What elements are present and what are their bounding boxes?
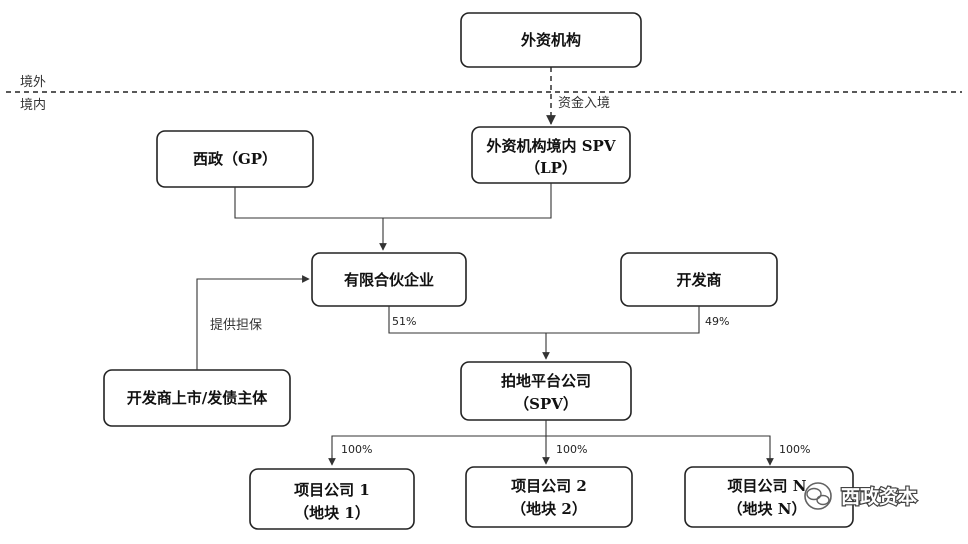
node-foreign-institution: 外资机构 <box>460 12 642 68</box>
node-project-2-label-1: 项目公司 2 <box>511 477 587 495</box>
node-developer-label: 开发商 <box>676 271 721 289</box>
arrow-guarantee <box>196 275 310 370</box>
pct-partnership: 51% <box>392 315 416 328</box>
node-gp: 西政（GP） <box>156 130 314 188</box>
label-guarantee: 提供担保 <box>210 317 262 333</box>
node-project-n: 项目公司 N （地块 N） <box>684 466 854 528</box>
connector-owners <box>388 306 700 334</box>
label-capital-inflow: 资金入境 <box>558 95 610 111</box>
node-partnership-label: 有限合伙企业 <box>344 271 434 289</box>
node-developer: 开发商 <box>620 252 778 307</box>
node-platform-label-1: 拍地平台公司 <box>501 372 591 390</box>
node-guarantor-label: 开发商上市/发债主体 <box>127 389 268 407</box>
label-inside: 境内 <box>20 97 46 113</box>
connector-projects <box>331 435 771 464</box>
pct-project-1: 100% <box>341 443 372 456</box>
connector-gp-lp <box>234 183 552 219</box>
label-outside: 境外 <box>20 75 46 90</box>
node-project-1-label-2: （地块 1） <box>294 504 370 522</box>
pct-project-2: 100% <box>556 443 587 456</box>
node-gp-label: 西政（GP） <box>193 150 277 168</box>
node-project-2: 项目公司 2 （地块 2） <box>465 466 633 528</box>
pct-developer: 49% <box>705 315 729 328</box>
node-foreign-institution-label: 外资机构 <box>520 31 581 49</box>
wechat-icon <box>804 482 832 510</box>
node-project-n-label-2: （地块 N） <box>728 500 807 518</box>
watermark-text: 西政资本 <box>841 485 917 508</box>
node-project-1-label-1: 项目公司 1 <box>294 481 370 499</box>
node-project-2-label-2: （地块 2） <box>511 500 587 518</box>
node-foreign-spv-label-2: （LP） <box>525 159 577 177</box>
node-partnership: 有限合伙企业 <box>311 252 467 307</box>
node-platform: 拍地平台公司 （SPV） <box>460 361 632 421</box>
node-foreign-spv: 外资机构境内 SPV （LP） <box>471 126 631 184</box>
pct-project-n: 100% <box>779 443 810 456</box>
node-project-n-label-1: 项目公司 N <box>728 477 807 495</box>
watermark: 西政资本 <box>804 482 918 510</box>
node-platform-label-2: （SPV） <box>514 395 578 413</box>
node-foreign-spv-label-1: 外资机构境内 SPV <box>486 137 616 155</box>
node-guarantor: 开发商上市/发债主体 <box>103 369 291 427</box>
node-project-1: 项目公司 1 （地块 1） <box>249 468 415 530</box>
